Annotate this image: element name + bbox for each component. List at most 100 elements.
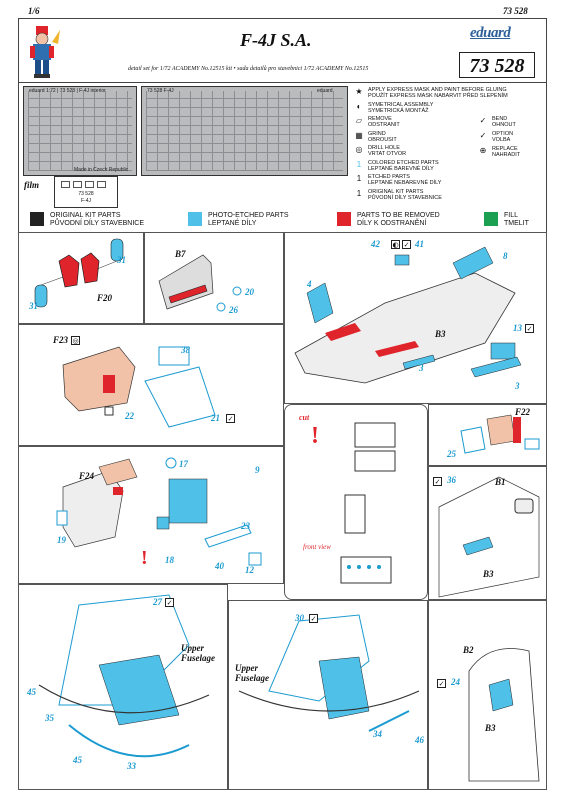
part-number: 9 [255, 465, 260, 475]
check-icon: ✓ [226, 414, 235, 423]
set-code-box: 73 528 [459, 52, 535, 78]
part-number: 22 [125, 411, 134, 421]
part-number: 4 [307, 279, 312, 289]
fret-left: eduard 1:72 | 73 528 | F-4J interior Mad… [23, 86, 137, 176]
legend-icon: ▦ [355, 130, 363, 140]
key-etched-label: PHOTO-ETCHED PARTS LEPTANÉ DÍLY [208, 212, 289, 228]
part-number: 33 [127, 761, 136, 771]
legend-item: ★APPLY EXPRESS MASK AND PAINT BEFORE GLU… [355, 87, 508, 100]
part-number: 26 [229, 305, 238, 315]
kit-part-label: B3 [483, 569, 494, 579]
film-line-1: 73 528 [78, 191, 94, 197]
step-f24-drawing [56, 457, 262, 566]
legend-text: OPTION VOLBA [492, 131, 514, 144]
swatch-remove [337, 212, 351, 226]
swatch-etched [188, 212, 202, 226]
part-number: 31 [117, 255, 126, 265]
kit-part-label: B7 [175, 249, 186, 259]
symmetric-icon: ◐ [391, 240, 400, 249]
part-number: 45 [27, 687, 36, 697]
page-number: 1/6 [28, 6, 40, 16]
pilot-mascot [22, 22, 62, 80]
legend-icon: 1 [356, 174, 362, 183]
legend-icon: ✓ [479, 131, 487, 140]
step-b2: B2 ✓ 24 B3 [428, 600, 547, 790]
part-number: 41 [415, 239, 424, 249]
kit-part-label: B2 [463, 645, 474, 655]
step-f23: F23 ◎ 38 22 21 ✓ [18, 324, 284, 446]
step-uf1-drawing [38, 594, 210, 758]
page-subtitle: detail set for 1/72 ACADEMY No.12515 kit… [128, 66, 369, 72]
step-f20: 31 31 F20 [18, 232, 144, 324]
part-number: 45 [73, 755, 82, 765]
upper-fuselage-label: Upper Fuselage [235, 663, 270, 683]
step-b3-cockpit: 42 ◐ ✓ 41 8 4 13 ✓ 3 3 B3 [284, 232, 547, 404]
legend-text: APPLY EXPRESS MASK AND PAINT BEFORE GLUI… [368, 87, 508, 100]
part-number: 30 [295, 613, 304, 623]
part-number: 20 [245, 287, 254, 297]
step-cut-drawing [340, 422, 396, 584]
key-kit-label: ORIGINAL KIT PARTS PŮVODNÍ DÍLY STAVEBNI… [50, 212, 144, 228]
part-number: 19 [57, 535, 66, 545]
legend-icon: ✓ [479, 116, 487, 125]
key-remove-text: PARTS TO BE REMOVED DÍLY K ODSTRANĚNÍ [357, 212, 440, 227]
fret-left-origin: Made in Czech Republic [74, 167, 129, 173]
fret-right-brand: eduard [317, 88, 333, 94]
check-icon: ✓ [433, 477, 442, 486]
part-number: 35 [45, 713, 54, 723]
film-label: film [24, 180, 39, 190]
step-b7-drawing [158, 254, 242, 312]
kit-part-label: F24 [79, 471, 95, 481]
part-number: 31 [29, 301, 38, 311]
step-b1: ✓ 36 B1 B3 [428, 466, 547, 600]
kit-part-label: B1 [495, 477, 506, 487]
kit-part-label: F20 [97, 293, 113, 303]
film-window [61, 181, 70, 188]
cut-label: cut [299, 413, 310, 422]
film-window [97, 181, 106, 188]
legend-icon: 1 [356, 159, 362, 169]
fret-left-grid [28, 91, 132, 171]
legend-item: ⊕REPLACE NAHRADIT [480, 146, 520, 158]
legend-text: SYMETRICAL ASSEMBLY SYMETRICKÁ MONTÁŽ [368, 101, 434, 114]
header-divider [18, 82, 547, 83]
part-number: 40 [215, 561, 224, 571]
legend-item: ▦GRIND OBROUSIT [355, 131, 397, 143]
legend-icon: ◐ [356, 101, 362, 111]
set-number: 73 528 [503, 6, 528, 16]
part-number: 8 [503, 251, 508, 261]
kit-part-label: F22 [515, 407, 531, 417]
legend-item: ▱REMOVE ODSTRANIT [356, 116, 400, 128]
upper-fuselage-label: Upper Fuselage [181, 643, 216, 663]
step-cut-detail: cut ! front view [284, 404, 428, 600]
legend-item: ◎DRILL HOLE VRTAT OTVOR [356, 145, 407, 157]
film-window [73, 181, 82, 188]
key-remove-label: PARTS TO BE REMOVED DÍLY K ODSTRANĚNÍ [357, 212, 440, 228]
part-number: 23 [241, 521, 250, 531]
kit-part-label: F23 [53, 335, 69, 345]
brand-logo: eduard [470, 25, 511, 41]
part-number: 42 [371, 239, 380, 249]
part-number: 27 [153, 597, 162, 607]
step-f22: F22 25 [428, 404, 547, 466]
part-number: 34 [373, 729, 382, 739]
legend-item: ◐ SYMETRICAL ASSEMBLY SYMETRICKÁ MONTÁŽ [357, 101, 434, 114]
step-b1-drawing [438, 476, 540, 598]
part-number: 38 [181, 345, 190, 355]
legend-text: ETCHED PARTS LEPTANÉ NEBAREVNÉ DÍLY [368, 174, 442, 187]
step-f23-drawing [62, 346, 216, 428]
check-icon: ✓ [165, 598, 174, 607]
part-number: 3 [515, 381, 520, 391]
swatch-kit [30, 212, 44, 226]
step-b2-drawing [468, 648, 540, 782]
key-etched-text: PHOTO-ETCHED PARTS LEPTANÉ DÍLY [208, 212, 289, 227]
part-number: 46 [415, 735, 424, 745]
legend-item: ✓ OPTION VOLBA [480, 131, 514, 144]
step-f24: F24 17 9 19 23 40 18 12 ! [18, 446, 284, 584]
step-f20-drawing [34, 238, 124, 308]
check-icon: ✓ [525, 324, 534, 333]
part-number: 3 [419, 363, 424, 373]
fret-right-grid [146, 91, 343, 171]
